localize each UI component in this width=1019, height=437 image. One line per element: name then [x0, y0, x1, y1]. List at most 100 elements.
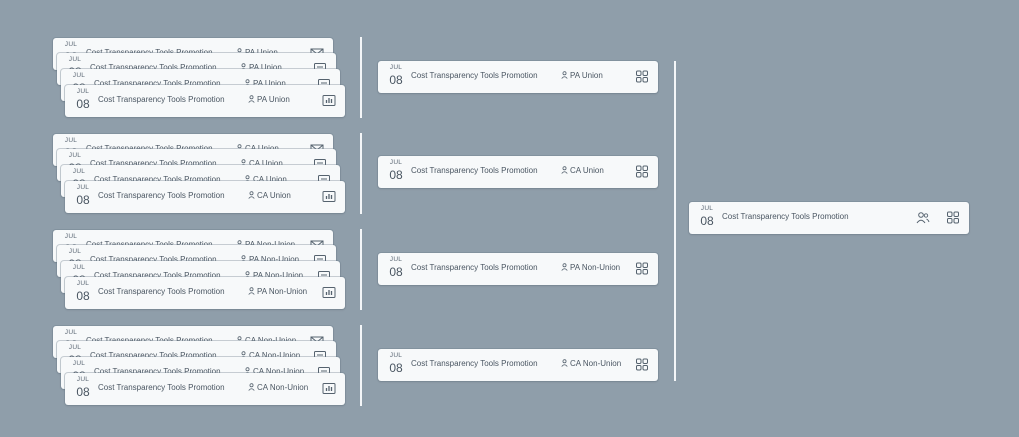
tag-label: CA Non-Union [249, 351, 301, 360]
bar-chart-icon[interactable] [322, 286, 336, 299]
bar-chart-icon[interactable] [322, 94, 336, 107]
card-title: Cost Transparency Tools Promotion [411, 71, 538, 80]
card-title: Cost Transparency Tools Promotion [722, 212, 849, 221]
date-month: JUL [389, 256, 403, 263]
date-month: JUL [700, 205, 714, 212]
card-tag: PA Non-Union [561, 263, 620, 272]
users-icon[interactable] [916, 211, 930, 224]
bar-chart-icon[interactable] [322, 382, 336, 395]
date-day: 08 [389, 167, 403, 182]
date-month: JUL [64, 41, 78, 48]
card-title: Cost Transparency Tools Promotion [411, 263, 538, 272]
user-icon [561, 166, 568, 174]
card-title: Cost Transparency Tools Promotion [86, 144, 213, 153]
tag-label: CA Union [253, 175, 287, 184]
grid-icon[interactable] [635, 165, 649, 178]
date-month: JUL [72, 360, 86, 367]
card-title: Cost Transparency Tools Promotion [86, 336, 213, 345]
card-title: Cost Transparency Tools Promotion [94, 367, 221, 376]
card-title: Cost Transparency Tools Promotion [90, 351, 217, 360]
tag-label: PA Union [249, 63, 282, 72]
date-month: JUL [68, 344, 82, 351]
card-title: Cost Transparency Tools Promotion [90, 159, 217, 168]
date-month: JUL [76, 376, 90, 383]
date-month: JUL [76, 88, 90, 95]
user-icon [561, 359, 568, 367]
card-tag: CA Union [248, 191, 291, 200]
tag-label: PA Non-Union [245, 240, 295, 249]
card-title: Cost Transparency Tools Promotion [98, 191, 225, 200]
divider [360, 229, 362, 310]
date-day: 08 [76, 96, 90, 111]
user-icon [248, 95, 255, 103]
grid-icon[interactable] [946, 211, 960, 224]
tag-label: CA Non-Union [257, 383, 309, 392]
card-title: Cost Transparency Tools Promotion [98, 95, 225, 104]
grid-icon[interactable] [635, 262, 649, 275]
date-day: 08 [76, 384, 90, 399]
date-month: JUL [64, 233, 78, 240]
tag-label: PA Union [257, 95, 290, 104]
tag-label: CA Non-Union [245, 336, 296, 345]
card-title: Cost Transparency Tools Promotion [98, 383, 225, 392]
card-title: Cost Transparency Tools Promotion [94, 79, 221, 88]
date-day: 08 [389, 72, 403, 87]
card-title: Cost Transparency Tools Promotion [411, 359, 538, 368]
date-day: 08 [76, 288, 90, 303]
divider [674, 61, 676, 381]
date-day: 08 [76, 192, 90, 207]
tag-label: CA Union [570, 166, 604, 175]
grid-icon[interactable] [635, 70, 649, 83]
user-icon [248, 191, 255, 199]
tag-label: CA Non-Union [570, 359, 622, 368]
tag-label: PA Non-Union [257, 287, 308, 296]
tag-label: PA Union [245, 48, 278, 57]
user-icon [561, 71, 568, 79]
date-day: 08 [389, 264, 403, 279]
bar-chart-icon[interactable] [322, 190, 336, 203]
date-month: JUL [68, 248, 82, 255]
tag-label: CA Union [245, 144, 279, 153]
user-icon [561, 263, 568, 271]
card-title: Cost Transparency Tools Promotion [90, 63, 217, 72]
card-title: Cost Transparency Tools Promotion [90, 255, 217, 264]
card-tag: PA Union [248, 95, 290, 104]
divider [360, 133, 362, 214]
date-month: JUL [389, 64, 403, 71]
tag-label: PA Union [253, 79, 286, 88]
date-month: JUL [64, 329, 78, 336]
user-icon [248, 383, 255, 391]
card-tag: CA Union [561, 166, 604, 175]
date-month: JUL [68, 152, 82, 159]
card-title: Cost Transparency Tools Promotion [94, 271, 221, 280]
date-month: JUL [64, 137, 78, 144]
tag-label: PA Non-Union [249, 255, 300, 264]
user-icon [248, 287, 255, 295]
date-month: JUL [72, 72, 86, 79]
divider [360, 37, 362, 118]
card-tag: PA Union [561, 71, 603, 80]
tag-label: CA Union [249, 159, 283, 168]
tag-label: PA Non-Union [570, 263, 621, 272]
date-month: JUL [68, 56, 82, 63]
tag-label: CA Union [257, 191, 291, 200]
card-tag: CA Non-Union [248, 383, 308, 392]
card-title: Cost Transparency Tools Promotion [86, 240, 213, 249]
date-month: JUL [76, 280, 90, 287]
grid-icon[interactable] [635, 358, 649, 371]
date-month: JUL [76, 184, 90, 191]
